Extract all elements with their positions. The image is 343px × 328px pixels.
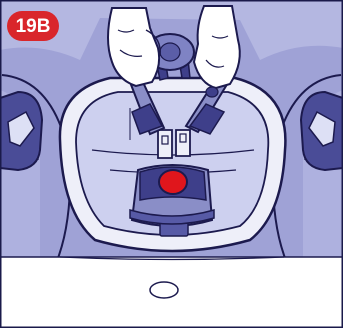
buckle-tongues [157, 129, 191, 159]
bottom-panel [1, 256, 342, 327]
right-side-cushion [271, 74, 343, 259]
left-side-cushion [0, 74, 72, 259]
buckle-release-button [158, 169, 188, 195]
crotch-buckle [129, 164, 215, 237]
right-hand-with-strap [184, 5, 241, 135]
left-hand-with-strap [107, 7, 166, 136]
step-badge: 19B [7, 11, 59, 41]
step-badge-label: 19B [16, 16, 51, 37]
seat-oval-marker [149, 281, 179, 299]
